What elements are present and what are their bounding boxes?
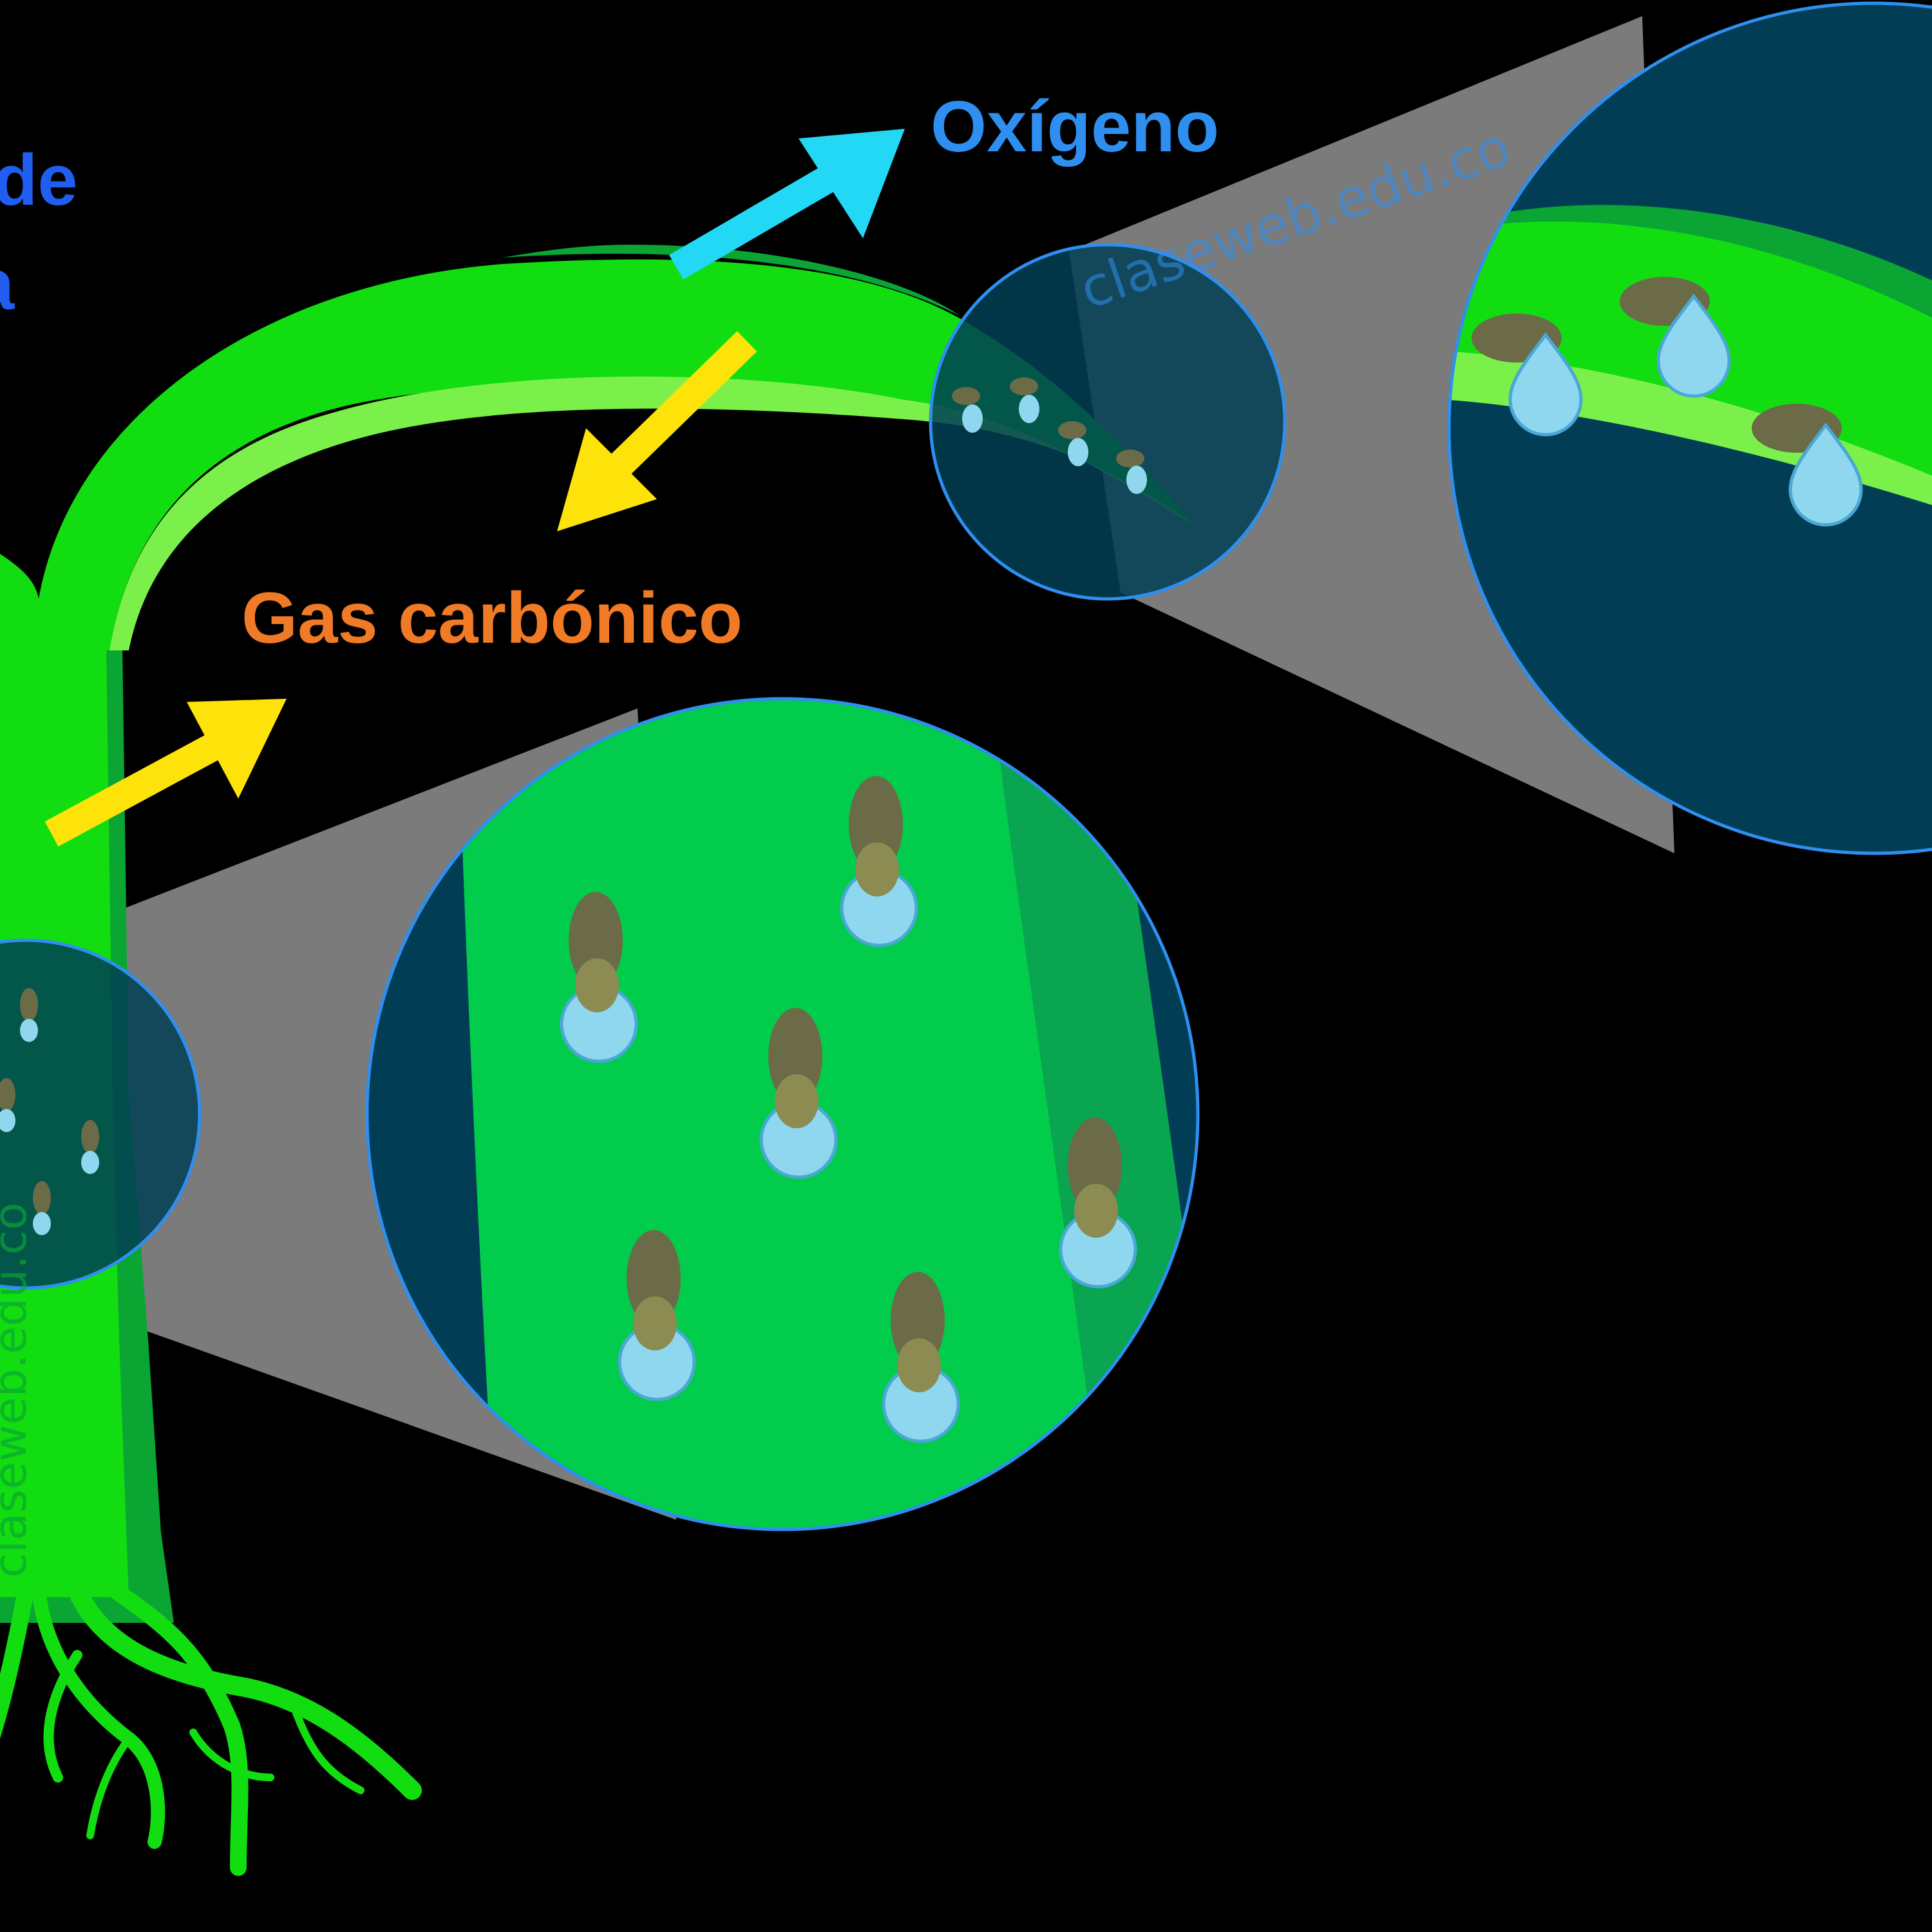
stem-zoom-lens — [365, 697, 1200, 1531]
stem-stomata — [560, 776, 1137, 1443]
partial-label-top: de — [0, 140, 78, 220]
leaf-lens-small — [929, 243, 1287, 601]
oxygen-arrow — [668, 129, 905, 280]
plant-roots — [0, 1581, 422, 1876]
leaf-stomata — [1472, 277, 1863, 527]
carbon-gas-out-arrow — [44, 699, 287, 847]
watermark-side: claseweb.edu.co — [0, 1202, 37, 1578]
leaf-branch — [39, 245, 1198, 651]
partial-label-bottom: a — [0, 244, 15, 325]
carbon-gas-in-arrow — [557, 331, 757, 531]
stem-lens-small — [0, 938, 202, 1290]
stem-fork — [0, 554, 116, 650]
leaf-zoom-lens — [1447, 1, 1932, 855]
carbon-gas-label: Gas carbónico — [242, 578, 743, 658]
oxygen-label: Oxígeno — [931, 86, 1219, 167]
